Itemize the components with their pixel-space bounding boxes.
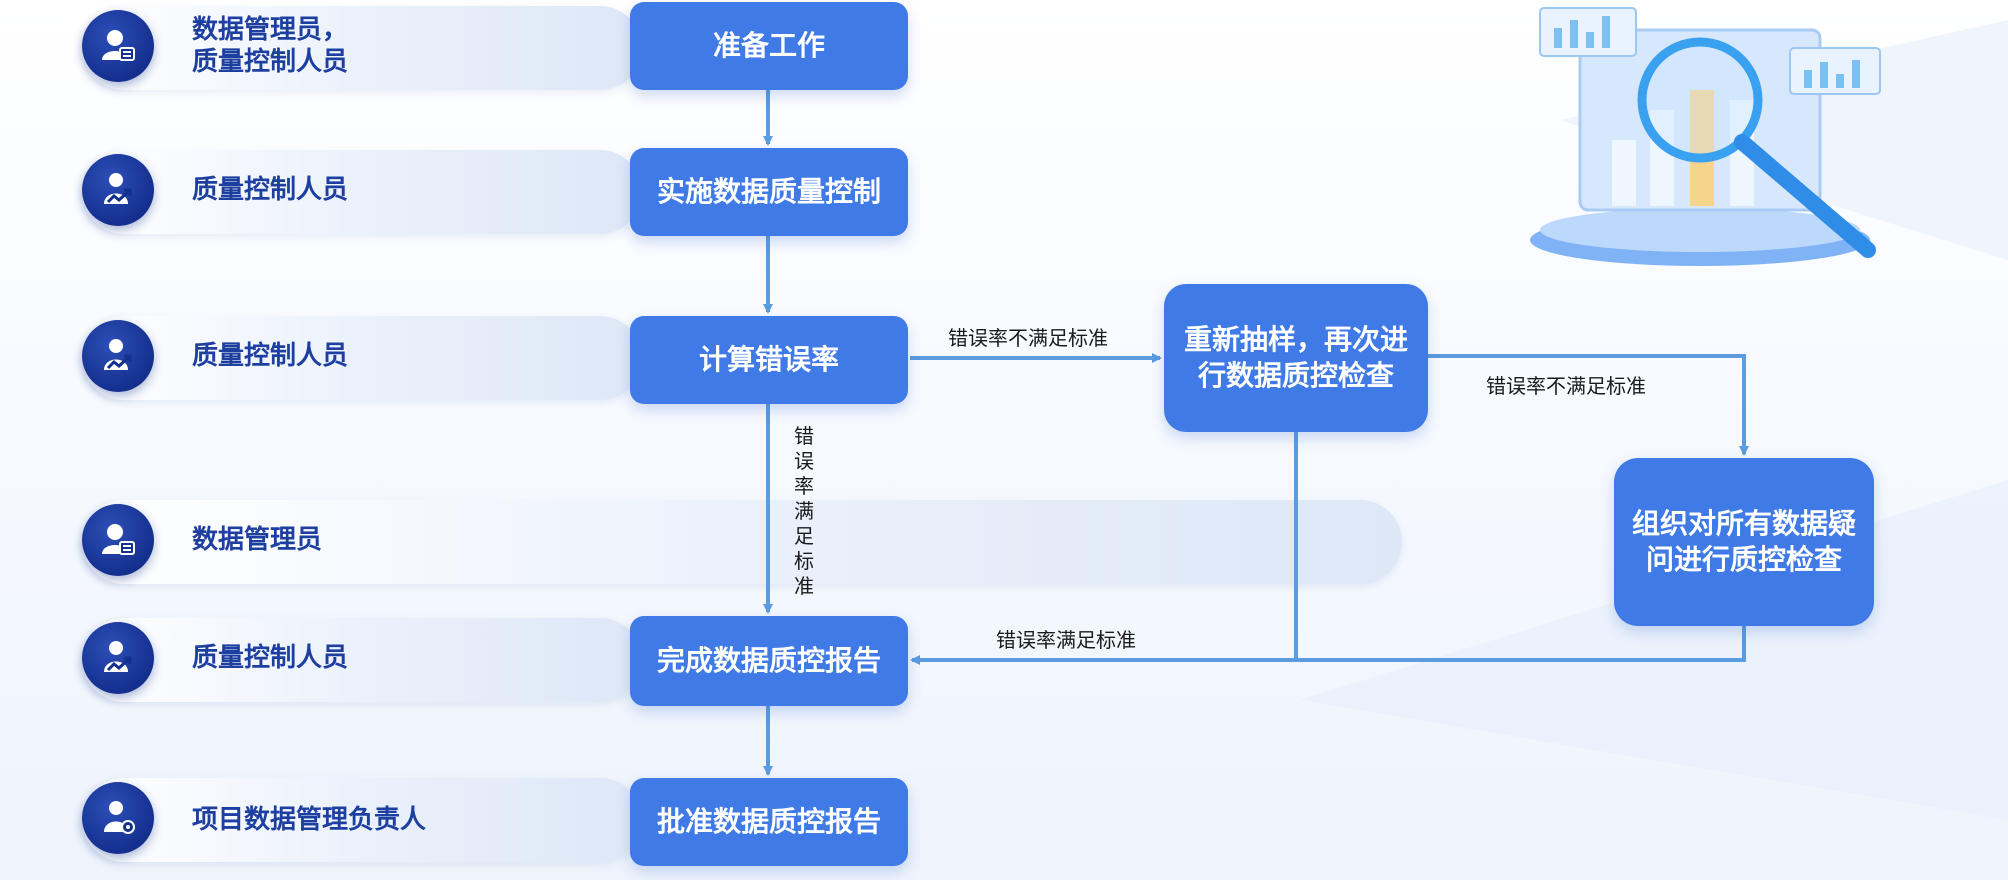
- manager-user-icon: [82, 782, 154, 854]
- role-label: 项目数据管理负责人: [192, 805, 427, 835]
- step-calculate: 计算错误率: [630, 316, 908, 404]
- arrow-resample-to-organize: [1428, 354, 1749, 456]
- admin-user-icon: [82, 504, 154, 576]
- step-approve: 批准数据质控报告: [630, 778, 908, 866]
- role-label: 质量控制人员: [192, 175, 349, 205]
- role-bar: [82, 6, 642, 90]
- arrow-organize-to-complete: [910, 626, 1746, 665]
- qc-user-icon: [82, 154, 154, 226]
- edge-label-calc-to-complete: 错误率满足标准: [794, 424, 814, 598]
- role-label: 数据管理员: [192, 525, 323, 555]
- role-bar: [82, 778, 642, 862]
- role-bar-wide: [82, 500, 1402, 584]
- edge-label-to-complete: 错误率满足标准: [996, 628, 1136, 652]
- edge-label-resample-to-organize: 错误率不满足标准: [1486, 374, 1646, 398]
- step-resample: 重新抽样，再次进 行数据质控检查: [1164, 284, 1428, 432]
- role-label: 质量控制人员: [192, 341, 349, 371]
- step-prepare: 准备工作: [630, 2, 908, 90]
- role-label: 质量控制人员: [192, 643, 349, 673]
- admin-user-icon: [82, 10, 154, 82]
- step-implement: 实施数据质量控制: [630, 148, 908, 236]
- role-label: 数据管理员， 质量控制人员: [192, 15, 349, 77]
- edge-label-calc-to-resample: 错误率不满足标准: [948, 326, 1108, 350]
- role-bar: [82, 618, 642, 702]
- qc-user-icon: [82, 622, 154, 694]
- step-organize: 组织对所有数据疑 问进行质控检查: [1614, 458, 1874, 626]
- step-complete: 完成数据质控报告: [630, 616, 908, 706]
- qc-user-icon: [82, 320, 154, 392]
- role-bar: [82, 316, 642, 400]
- role-bar: [82, 150, 642, 234]
